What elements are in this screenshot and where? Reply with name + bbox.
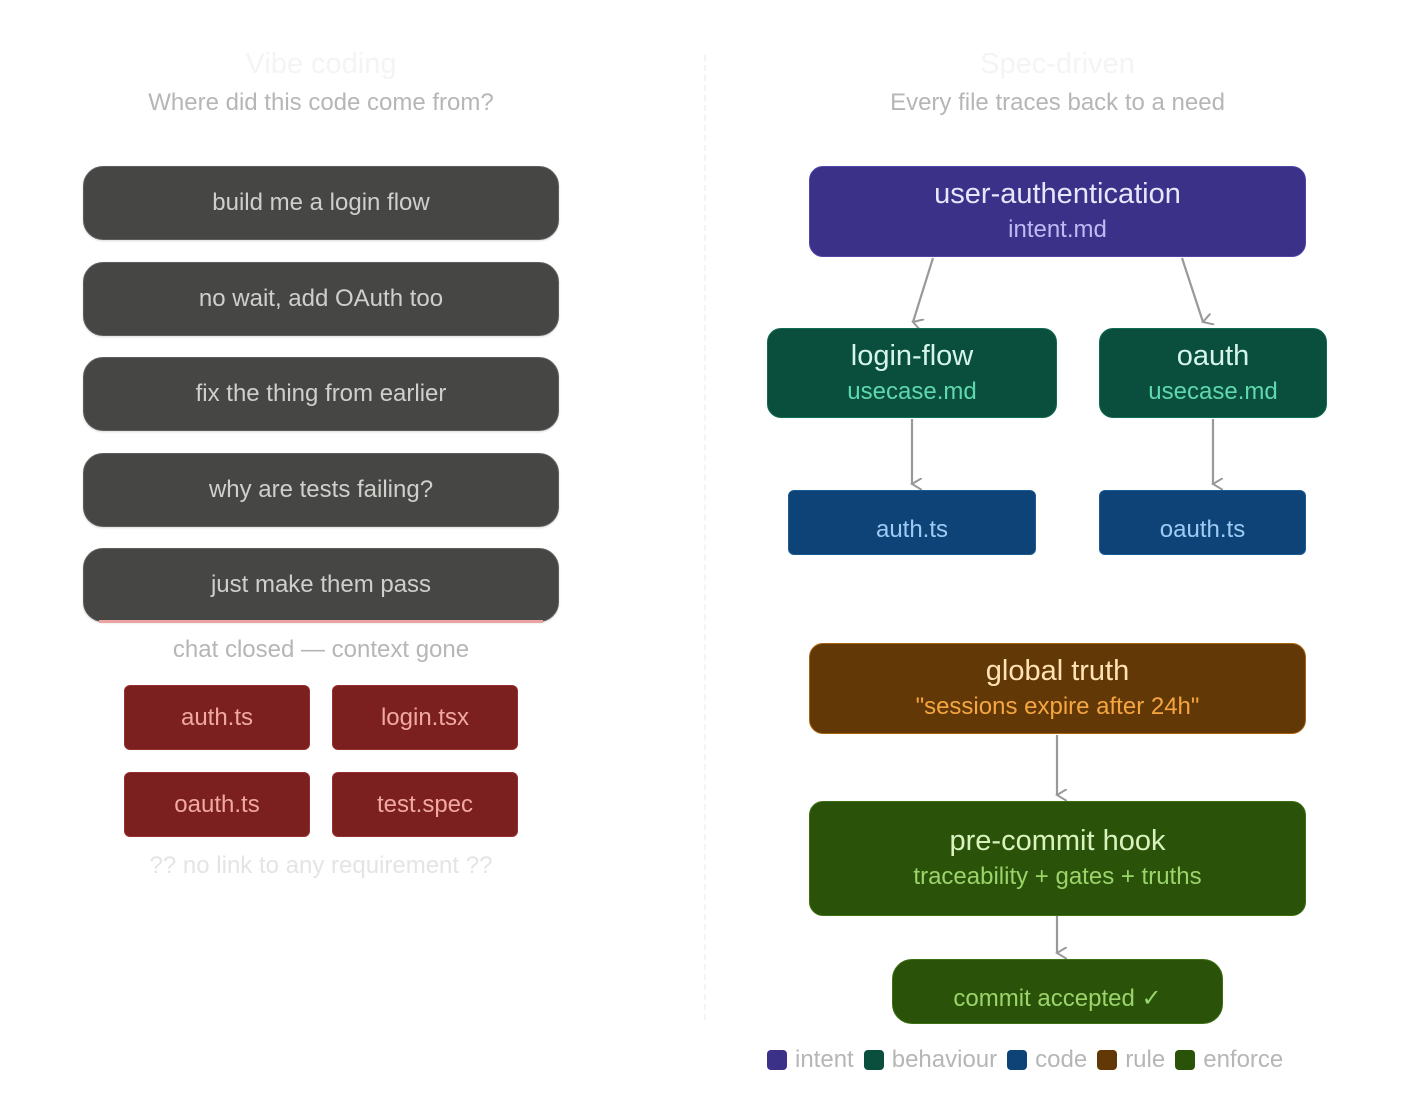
truth-node: global truth "sessions expire after 24h" [809,643,1306,734]
legend-label: enforce [1203,1046,1284,1073]
commit-result-node: commit accepted ✓ [892,959,1223,1024]
legend-swatch [767,1050,787,1070]
chat-message: just make them pass [83,548,559,622]
intent-node: user-authentication intent.md [809,166,1306,257]
legend-item-code: code [1007,1046,1087,1074]
legend-item-rule: rule [1097,1046,1165,1074]
panel-divider [704,55,706,1020]
code-file: auth.ts [875,515,949,543]
code-node-oauth: oauth.ts [1099,490,1306,555]
usecase-node-login: login-flow usecase.md [767,328,1057,418]
hook-node: pre-commit hook traceability + gates + t… [809,801,1306,916]
code-node-auth: auth.ts [788,490,1036,555]
chat-message: build me a login flow [83,166,559,240]
code-file: oauth.ts [1159,515,1246,543]
legend-swatch [1097,1050,1118,1070]
orphan-file: auth.ts [124,685,310,750]
usecase-file: usecase.md [847,377,977,405]
legend-swatch [1007,1050,1028,1070]
orphan-file: login.tsx [332,685,518,750]
chat-cut-line [99,620,543,623]
hook-title: pre-commit hook [949,825,1166,857]
right-title: Spec-driven [980,48,1135,80]
right-subtitle: Every file traces back to a need [890,89,1225,116]
orphan-file: test.spec [332,772,518,837]
chat-message: no wait, add OAuth too [83,262,559,336]
usecase-title: login-flow [850,339,974,372]
orphan-file: oauth.ts [124,772,310,837]
usecase-file: usecase.md [1148,377,1278,405]
hook-detail: traceability + gates + truths [913,863,1202,890]
legend-label: intent [795,1046,854,1073]
legend-swatch [1175,1050,1196,1070]
left-subtitle: Where did this code come from? [148,89,494,116]
legend-item-enforce: enforce [1175,1046,1283,1074]
legend-label: behaviour [891,1046,998,1073]
left-title: Vibe coding [245,48,397,80]
closed-note: chat closed — context gone [172,636,470,663]
truth-title: global truth [985,655,1130,687]
legend-label: rule [1125,1046,1166,1073]
usecase-title: oauth [1176,339,1250,372]
intent-title: user-authentication [934,178,1181,210]
chat-message: why are tests failing? [83,453,559,527]
footer-note: ?? no link to any requirement ?? [149,852,493,879]
legend-label: code [1035,1046,1088,1073]
legend-swatch [863,1050,884,1070]
legend-item-intent: intent [767,1046,854,1074]
arrow-intent-oauth [1180,257,1203,322]
truth-quote: "sessions expire after 24h" [915,693,1200,720]
legend-item-behaviour: behaviour [863,1046,998,1074]
intent-file: intent.md [1008,216,1107,243]
commit-result-label: commit accepted ✓ [953,984,1162,1012]
arrow-intent-login [913,257,935,322]
chat-message: fix the thing from earlier [83,357,559,431]
legend: intent behaviour code rule enforce [767,1046,1293,1074]
usecase-node-oauth: oauth usecase.md [1099,328,1327,418]
